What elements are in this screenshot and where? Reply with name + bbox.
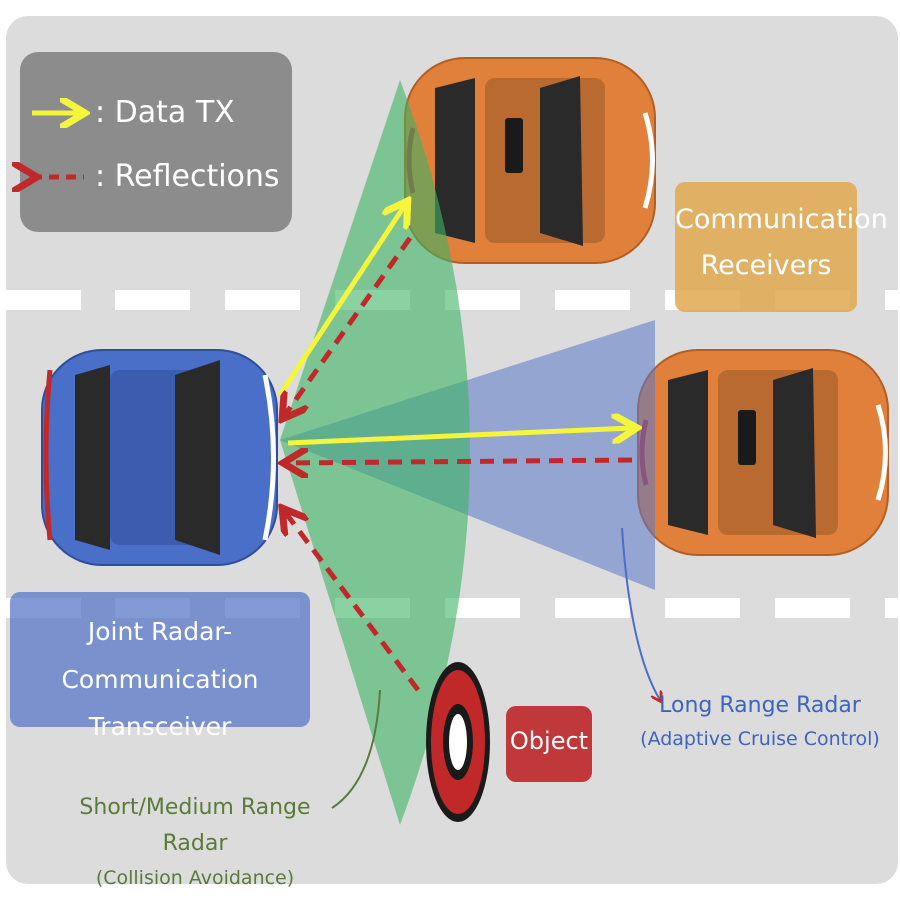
legend-reflections: : Reflections [95,159,280,194]
short-range-radar-beam [280,80,470,825]
reflection-arrow-object [285,512,421,692]
short-range-pointer [331,689,381,809]
legend-box [20,52,292,232]
object-label-box [506,706,592,782]
reflection-arrow-right [288,460,633,463]
data-tx-arrow-top [277,205,405,397]
receiver-car-right [638,350,888,555]
long-range-label: Long Range Radar(Adaptive Cruise Control… [640,693,880,751]
transceiver-car [41,349,278,566]
legend-data-tx: : Data TX [95,95,235,130]
data-tx-arrow-right [287,428,632,446]
transceiver-label-box [10,592,310,727]
long-range-pointer [621,527,660,700]
receivers-label-box [675,182,857,312]
object-label: Object [509,727,589,755]
object-tire [426,662,490,822]
short-range-label: Short/Medium Range Radar(Collision Avoid… [79,795,311,889]
reflection-arrow-top [285,236,413,415]
